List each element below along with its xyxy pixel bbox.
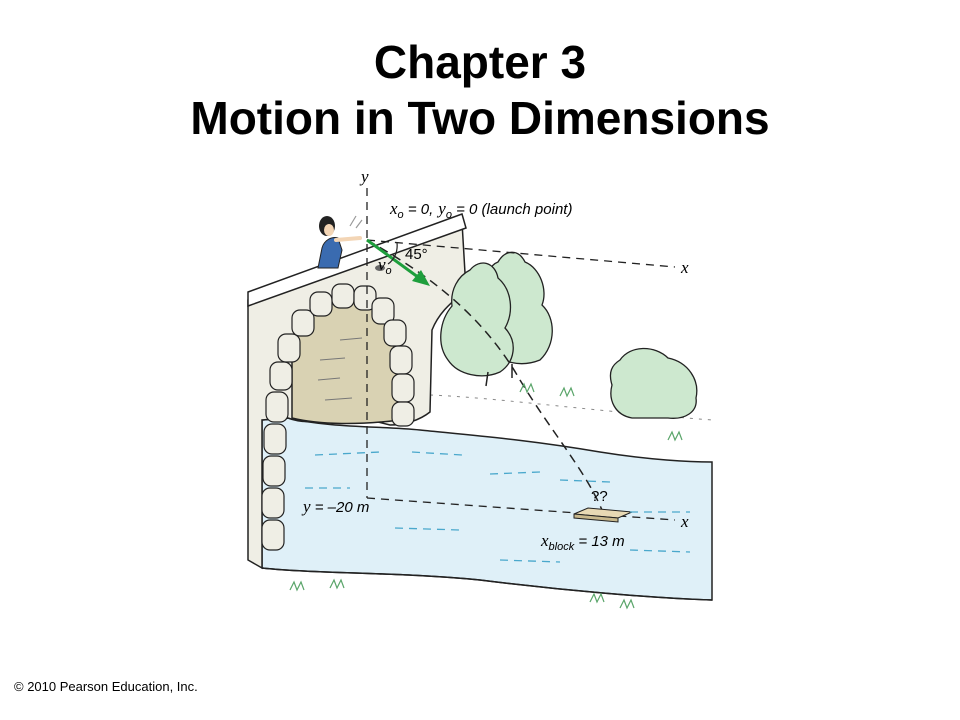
title-line-chapter: Chapter 3 xyxy=(373,36,587,88)
bridge-deck xyxy=(247,213,467,308)
grass-tufts xyxy=(289,382,683,610)
tree-trunks xyxy=(485,364,513,387)
copyright-notice: © 2010 Pearson Education, Inc. xyxy=(14,679,198,694)
svg-text:xo = 0,yo = 0 (launch point): xo = 0,yo = 0 (launch point) xyxy=(389,199,572,221)
water-ripples xyxy=(305,451,691,563)
block-label: xblock = 13 m xyxy=(540,531,625,553)
velocity-arrow xyxy=(366,238,430,286)
y-axis-label: y xyxy=(359,167,369,186)
x-axis-label-bottom: x xyxy=(680,512,689,531)
angle-arc xyxy=(387,242,398,265)
far-bank xyxy=(429,394,713,421)
arch-stones xyxy=(261,283,415,551)
unknown-label: ?? xyxy=(591,488,608,505)
tunnel-hatching xyxy=(317,337,363,401)
velocity-label: vo xyxy=(378,255,392,277)
axes xyxy=(366,188,676,521)
trajectory xyxy=(366,239,603,511)
near-bank xyxy=(261,567,713,601)
launch-point-label: xo = 0,yo = 0 (launch point) xyxy=(389,199,572,221)
person-figure xyxy=(317,215,363,269)
tree-cluster xyxy=(440,251,698,419)
stone xyxy=(375,265,385,271)
angle-label: 45° xyxy=(405,246,428,263)
slide-title: Chapter 3 Motion in Two Dimensions xyxy=(0,34,960,146)
drop-label: y = –20 m xyxy=(301,497,369,516)
title-line-subject: Motion in Two Dimensions xyxy=(190,92,770,144)
x-axis-label-top: x xyxy=(680,258,689,277)
